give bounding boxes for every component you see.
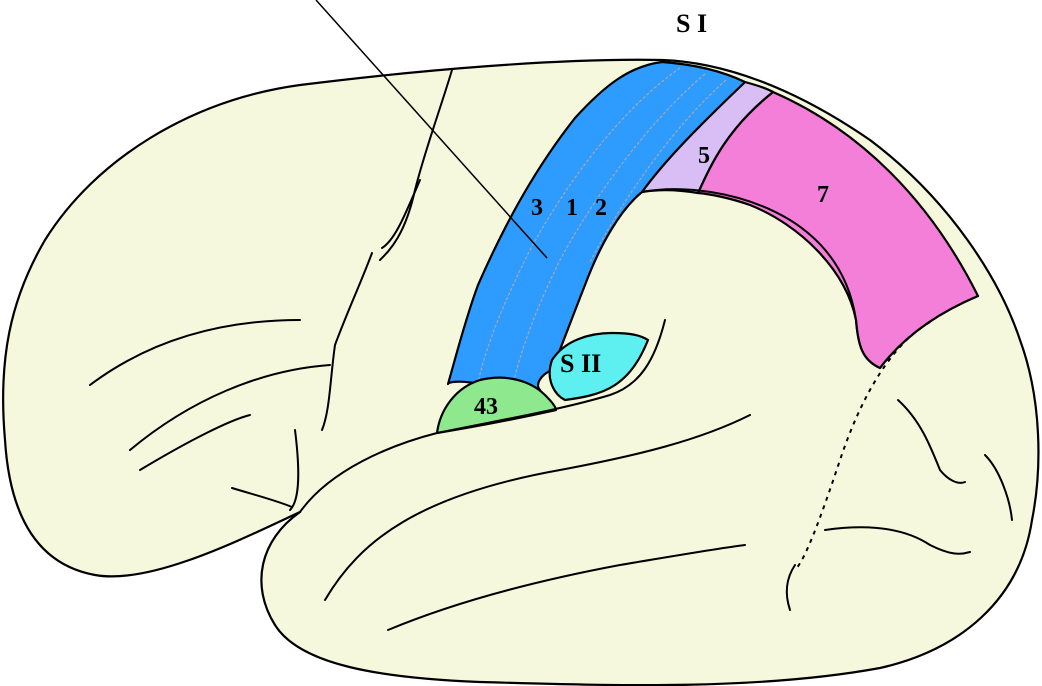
sii-label: S II (560, 349, 601, 378)
area-7-label: 7 (817, 182, 829, 208)
area-43-region (435, 376, 558, 435)
sii-region (548, 331, 650, 402)
parietal-fold (641, 188, 881, 369)
temporal-lobe-boundary (436, 319, 666, 434)
ips-line (879, 295, 979, 369)
si-pointer-line (315, 0, 548, 259)
temporal-sulci (324, 414, 971, 631)
area-3-label: 3 (531, 195, 543, 221)
area-1-label: 1 (566, 195, 578, 221)
dotted-boundary (794, 321, 931, 571)
frontal-sulci (89, 69, 453, 511)
boundary-1-2 (511, 73, 706, 389)
boundary-2-extra (589, 79, 727, 263)
boundary-3-1 (477, 67, 681, 383)
occipital-sulci (897, 399, 1013, 521)
area-2-label: 2 (595, 195, 607, 221)
area-43-label: 43 (474, 394, 498, 420)
temporal-lobe-upper-edge (299, 432, 438, 513)
area-5-label: 5 (698, 143, 710, 169)
si-label: S I (676, 9, 707, 38)
